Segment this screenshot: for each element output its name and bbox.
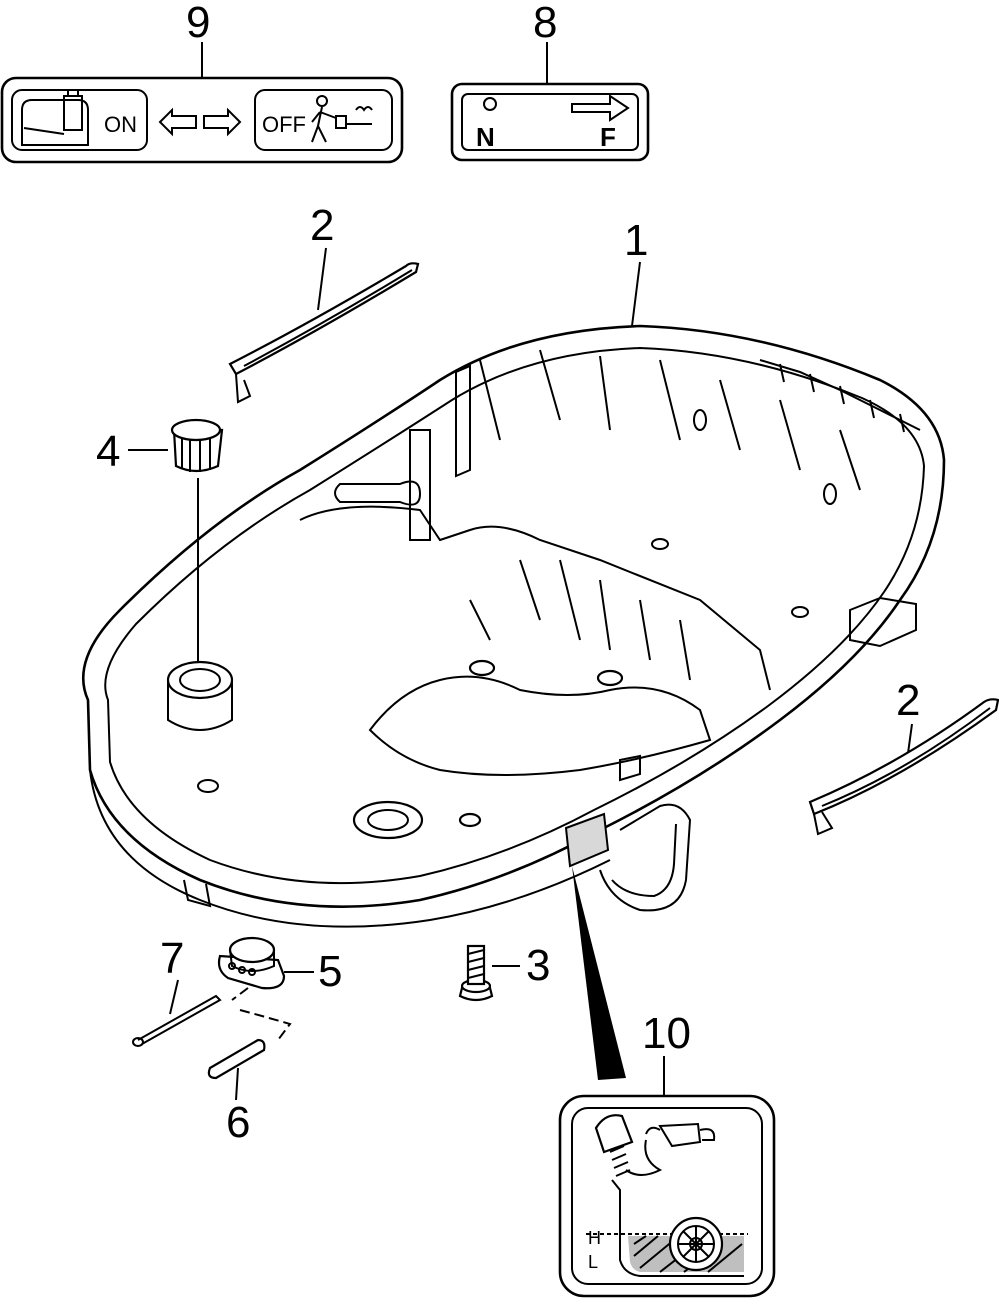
level-low-label: L — [588, 1252, 598, 1272]
decal-8-shift-label: 8 N F — [450, 0, 650, 162]
callout-5: 5 — [318, 947, 342, 996]
pin-6: 6 — [207, 1038, 266, 1147]
forward-arrow-icon — [571, 94, 630, 122]
bottom-cowling-1: 1 — [81, 216, 946, 928]
callout-7: 7 — [160, 934, 184, 983]
knob-5: 5 — [217, 936, 342, 1041]
leader-wedge — [572, 866, 626, 1080]
forward-label: F — [600, 122, 616, 152]
neutral-dot-icon — [483, 97, 497, 111]
engine-icon — [21, 89, 89, 146]
cotter-pin-7: 7 — [132, 934, 222, 1047]
person-pulling-cord-icon — [311, 95, 373, 143]
level-high-label: H — [588, 1228, 601, 1248]
double-arrow-icon — [158, 107, 242, 137]
oil-can-icon — [625, 1122, 716, 1176]
callout-2-right: 2 — [896, 676, 920, 725]
callout-6: 6 — [226, 1098, 250, 1147]
screw-3: 3 — [458, 941, 550, 1002]
decal-9-stop-switch-label: 9 ON OFF — [0, 0, 404, 164]
oil-cap-4: 4 — [96, 418, 224, 680]
decal-10-oil-level-label: 10 H L — [558, 866, 776, 1298]
callout-10: 10 — [642, 1009, 691, 1058]
callout-2-top: 2 — [310, 201, 334, 250]
on-label: ON — [104, 112, 137, 137]
callout-4: 4 — [96, 427, 120, 476]
callout-9: 9 — [186, 0, 210, 47]
seal-strip-2-top: 2 — [228, 201, 420, 404]
off-label: OFF — [262, 112, 306, 137]
neutral-label: N — [476, 122, 495, 152]
oil-cap-icon — [594, 1114, 634, 1177]
seal-strip-2-right: 2 — [808, 676, 999, 836]
propeller-icon — [668, 1216, 724, 1272]
callout-1: 1 — [624, 216, 648, 265]
callout-8: 8 — [533, 0, 557, 47]
callout-3: 3 — [526, 941, 550, 990]
dipstick-level-icon — [586, 1179, 748, 1277]
